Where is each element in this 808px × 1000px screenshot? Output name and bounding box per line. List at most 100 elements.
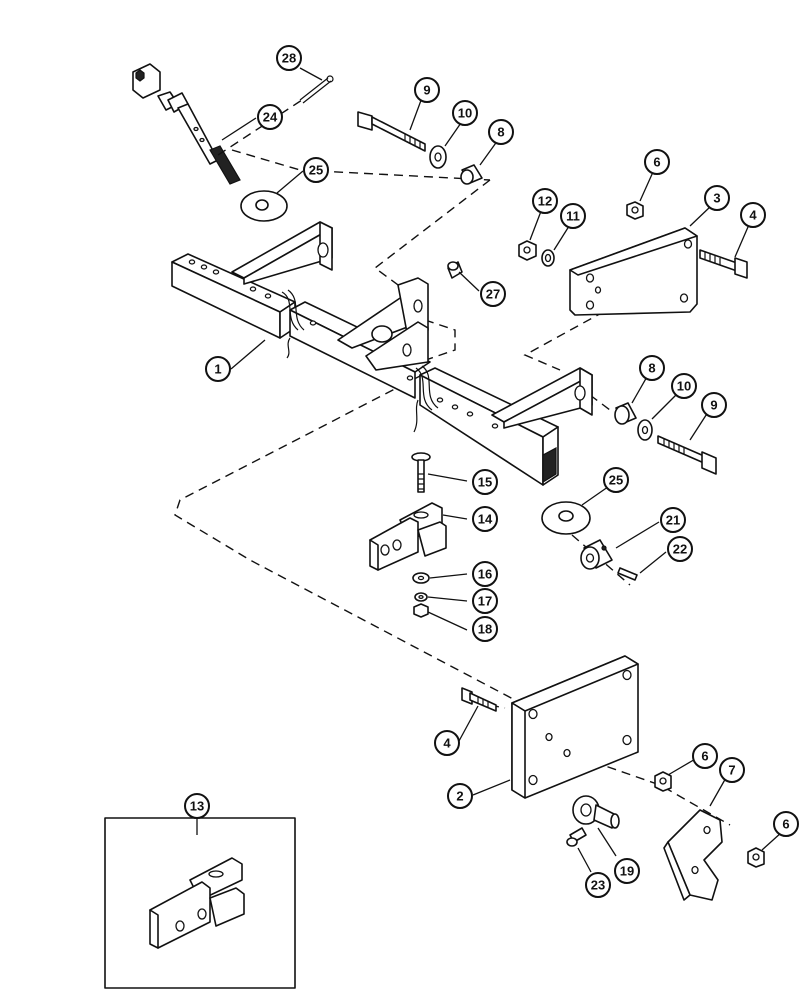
svg-text:25: 25 xyxy=(309,163,323,178)
frame-left-arm xyxy=(231,221,333,285)
callout-9-lower: 9 xyxy=(701,392,727,418)
frame-right-arm xyxy=(491,367,593,429)
callout-25-upper: 25 xyxy=(303,157,329,183)
nut-6-lower xyxy=(747,847,765,868)
svg-text:7: 7 xyxy=(728,763,735,778)
callout-11: 11 xyxy=(560,203,586,229)
callout-10-upper: 10 xyxy=(452,100,478,126)
callout-1: 1 xyxy=(205,356,231,382)
callout-6-upper: 6 xyxy=(644,149,670,175)
callout-12: 12 xyxy=(532,188,558,214)
svg-text:11: 11 xyxy=(566,209,580,224)
svg-text:25: 25 xyxy=(609,473,623,488)
inset-box xyxy=(104,817,296,989)
svg-text:9: 9 xyxy=(423,83,430,98)
callout-4-upper: 4 xyxy=(740,202,766,228)
pin-22 xyxy=(617,567,638,581)
callout-28: 28 xyxy=(276,45,302,71)
callout-4-lower: 4 xyxy=(434,730,460,756)
callout-19: 19 xyxy=(614,858,640,884)
clamp-bracket-13 xyxy=(149,857,245,949)
washer-16 xyxy=(412,572,430,584)
washer-25-upper xyxy=(240,190,288,222)
svg-text:9: 9 xyxy=(710,398,717,413)
mounting-plate-small xyxy=(569,227,698,316)
svg-text:18: 18 xyxy=(478,622,492,637)
spacer-8-lower xyxy=(614,402,637,425)
callout-6-lower: 6 xyxy=(773,811,799,837)
cotter-pin-28 xyxy=(299,75,334,104)
svg-text:12: 12 xyxy=(538,194,552,209)
callout-9-upper: 9 xyxy=(414,77,440,103)
svg-text:10: 10 xyxy=(677,379,691,394)
callout-16: 16 xyxy=(472,561,498,587)
callout-18: 18 xyxy=(472,616,498,642)
grease-fitting-27 xyxy=(447,261,463,279)
callout-2: 2 xyxy=(447,783,473,809)
swivel-19 xyxy=(572,795,620,829)
callout-14: 14 xyxy=(472,506,498,532)
clamp-bracket-14 xyxy=(369,502,447,571)
callout-7: 7 xyxy=(719,757,745,783)
svg-text:17: 17 xyxy=(478,594,492,609)
callout-13: 13 xyxy=(184,793,210,819)
callout-23: 23 xyxy=(585,872,611,898)
lock-washer-11 xyxy=(541,249,555,267)
svg-text:15: 15 xyxy=(478,475,492,490)
callout-21: 21 xyxy=(660,507,686,533)
svg-text:3: 3 xyxy=(713,191,720,206)
nut-12 xyxy=(518,240,537,261)
svg-text:16: 16 xyxy=(478,567,492,582)
svg-text:21: 21 xyxy=(666,513,680,528)
callout-10-lower: 10 xyxy=(671,373,697,399)
grease-fitting-23 xyxy=(566,827,587,847)
bolt-4-upper xyxy=(699,249,748,279)
callout-6-middle: 6 xyxy=(692,743,718,769)
nut-6-upper xyxy=(626,201,644,220)
svg-text:10: 10 xyxy=(458,106,472,121)
svg-text:1: 1 xyxy=(214,362,221,377)
bolt-9-upper xyxy=(357,111,426,152)
angle-bracket-7 xyxy=(663,809,723,901)
svg-text:4: 4 xyxy=(443,736,451,751)
nut-18 xyxy=(413,603,429,618)
svg-text:27: 27 xyxy=(486,287,500,302)
lock-washer-17 xyxy=(414,592,428,602)
svg-text:4: 4 xyxy=(749,208,757,223)
svg-text:23: 23 xyxy=(591,878,605,893)
carriage-bolt-15 xyxy=(411,452,431,493)
washer-10-upper xyxy=(429,145,447,169)
callout-3: 3 xyxy=(704,185,730,211)
collar-21 xyxy=(580,539,613,570)
callout-22: 22 xyxy=(667,536,693,562)
callout-24: 24 xyxy=(257,104,283,130)
svg-text:13: 13 xyxy=(190,799,204,814)
svg-text:19: 19 xyxy=(620,864,634,879)
svg-text:14: 14 xyxy=(478,512,493,527)
svg-text:6: 6 xyxy=(701,749,708,764)
nut-6-middle xyxy=(654,771,672,792)
svg-text:8: 8 xyxy=(648,361,655,376)
svg-text:6: 6 xyxy=(653,155,660,170)
svg-text:22: 22 xyxy=(673,542,687,557)
svg-text:28: 28 xyxy=(282,51,296,66)
callout-17: 17 xyxy=(472,588,498,614)
washer-25-lower xyxy=(541,501,591,535)
callout-15: 15 xyxy=(472,469,498,495)
svg-text:8: 8 xyxy=(497,125,504,140)
hitch-pin-24 xyxy=(132,63,241,185)
spacer-8-upper xyxy=(460,164,483,185)
callout-8-upper: 8 xyxy=(488,119,514,145)
svg-text:24: 24 xyxy=(263,110,278,125)
svg-text:2: 2 xyxy=(456,789,463,804)
bolt-9-lower xyxy=(657,435,717,475)
washer-10-lower xyxy=(637,419,653,441)
callout-25-lower: 25 xyxy=(603,467,629,493)
frame-center-bracket xyxy=(337,277,429,371)
callout-8-lower: 8 xyxy=(639,355,665,381)
mounting-plate-large xyxy=(511,655,639,799)
bolt-4-lower xyxy=(461,687,497,712)
svg-text:6: 6 xyxy=(782,817,789,832)
callout-27: 27 xyxy=(480,281,506,307)
